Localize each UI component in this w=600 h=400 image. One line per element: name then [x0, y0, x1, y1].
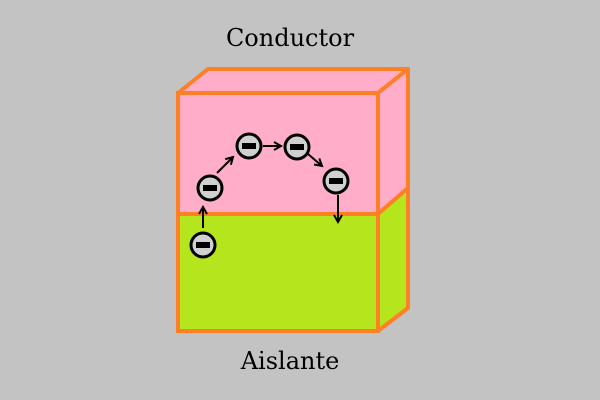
- path-arrow-2: [216, 157, 233, 174]
- insulator-side-face: [376, 186, 410, 333]
- path-arrow-4: [307, 153, 322, 166]
- electron-3: [235, 132, 263, 160]
- insulator-label: Aislante: [240, 347, 340, 375]
- electron-5: [322, 167, 350, 195]
- electron-4: [283, 133, 311, 161]
- electron-2: [196, 174, 224, 202]
- insulator-front-face: [176, 212, 380, 333]
- conductor-top-face: [176, 67, 410, 95]
- conductor-label: Conductor: [225, 24, 355, 52]
- electron-1: [189, 231, 217, 259]
